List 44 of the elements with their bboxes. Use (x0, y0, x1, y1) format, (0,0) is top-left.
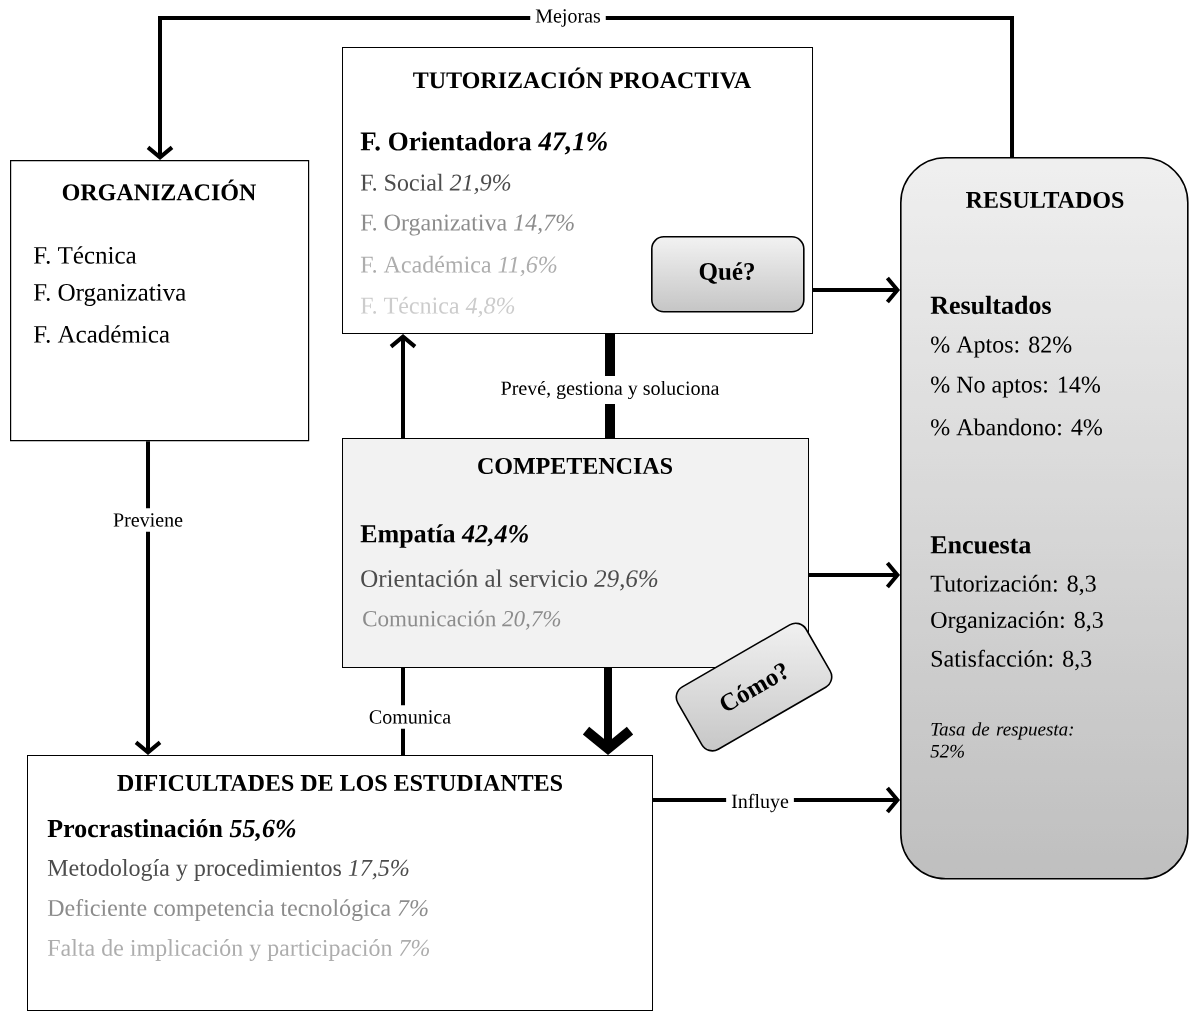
list-item: Empatía 42,4% (360, 524, 528, 548)
arrow (809, 561, 900, 589)
box-heading: TUTORIZACIÓN PROACTIVA (413, 67, 752, 89)
list-item: Deficiente competencia tecnológica 7% (47, 899, 428, 922)
function-box (27, 755, 653, 1011)
arrow (146, 16, 1014, 160)
function-box (342, 47, 813, 334)
arrow (389, 334, 417, 438)
button-label: Qué? (699, 262, 754, 284)
box-heading: COMPETENCIAS (478, 457, 672, 475)
list-item: F. Técnica (33, 246, 137, 264)
edge-label: Prevé, gestiona y soluciona (495, 375, 725, 405)
list-item: Falta de implicación y participación 7% (47, 939, 430, 961)
list-item: F. Organizativa 14,7% (360, 214, 574, 236)
edge-label: Comunica (363, 705, 457, 729)
note: Tasa de respuesta: 52% (930, 722, 1073, 758)
list-item: F. Académica 11,6% (360, 255, 557, 277)
list-item: Metodología y procedimientos 17,5% (47, 859, 409, 881)
function-box (10, 160, 310, 442)
result-item: % Aptos: 82% (931, 336, 1072, 358)
list-item: F. Académica (33, 325, 170, 343)
box-heading: DIFICULTADES DE LOS ESTUDIANTES (117, 774, 562, 792)
list-item: Comunicación 20,7% (363, 610, 561, 630)
list-item: F. Social 21,9% (360, 173, 511, 195)
list-item: Orientación al servicio 29,6% (361, 569, 658, 591)
list-item: Procrastinación 55,6% (47, 818, 296, 842)
result-item: Organización: 8,3 (931, 611, 1103, 633)
box-heading: ORGANIZACIÓN (62, 179, 256, 201)
list-item: F. Orientadora 47,1% (360, 131, 607, 155)
box-heading: RESULTADOS (966, 191, 1124, 209)
section-heading: Resultados (930, 295, 1051, 315)
results-box (900, 157, 1189, 880)
list-item: F. Organizativa (33, 284, 186, 306)
edge-label: Previene (108, 508, 188, 532)
result-item: % Abandono: 4% (931, 418, 1102, 436)
result-item: Tutorización: 8,3 (930, 574, 1096, 596)
result-item: % No aptos: 14% (931, 376, 1101, 398)
edge-label: Mejoras (530, 4, 606, 32)
edge-label: Influye (726, 788, 794, 818)
question-button (651, 236, 805, 313)
arrow (813, 276, 900, 304)
arrow (134, 441, 162, 755)
section-heading: Encuesta (930, 536, 1031, 554)
result-item: Satisfacción: 8,3 (931, 649, 1092, 671)
